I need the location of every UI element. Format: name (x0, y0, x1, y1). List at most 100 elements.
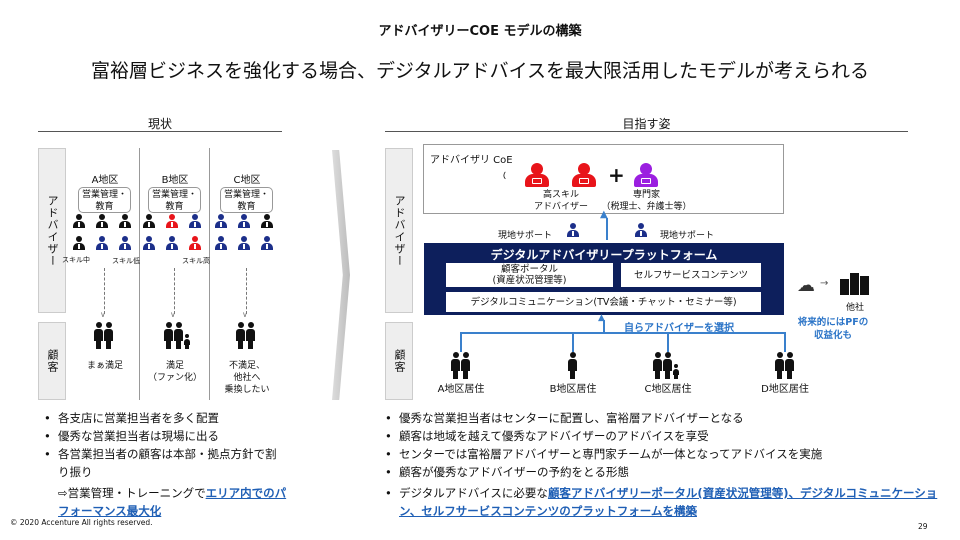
advisor-person-icon (214, 214, 228, 228)
advisor-person-icon (142, 236, 156, 250)
customer-family-icon (451, 352, 470, 379)
advisor-person-icon (95, 214, 109, 228)
advisor-person-icon (118, 214, 132, 228)
region-name: A地区 (91, 175, 119, 186)
left-conclusion: ⇨営業管理・トレーニングでエリア内でのパフォーマンス最大化 (58, 484, 288, 520)
divider (209, 148, 210, 400)
customer-connector-line (460, 332, 786, 334)
right-customer-row-label: 顧客 (385, 322, 413, 400)
bullet-item: センターでは富裕層アドバイザーと専門家チームが一体となってアドバイスを実施 (385, 445, 925, 463)
arrow-right-icon: → (820, 278, 829, 289)
customer-family-icon (653, 352, 679, 379)
dashed-arrow (246, 268, 247, 314)
connector (667, 332, 669, 352)
arrow-head-icon: ∨ (242, 310, 248, 319)
other-company-label: 他社 (846, 303, 865, 313)
left-advisor-row-label: アドバイザー (38, 148, 66, 313)
customer-sentiment: 満足 （ファン化） (147, 361, 202, 383)
customer-region-label: B地区居住 (549, 384, 597, 395)
local-support-label: 現地サポート (660, 231, 715, 241)
advisor-person-icon (165, 214, 179, 228)
slide-subtitle: 富裕層ビジネスを強化する場合、デジタルアドバイスを最大限活用したモデルが考えられ… (90, 60, 870, 82)
customer-portal-box: 顧客ポータル (資産状況管理等) (446, 263, 613, 287)
buildings-icon (840, 273, 870, 295)
customer-sentiment: まぁ満足 (86, 361, 123, 371)
skill-high-label: スキル高 (182, 257, 210, 265)
customer-family-icon (164, 322, 190, 349)
advisor-person-icon (188, 214, 202, 228)
digital-communication-box: デジタルコミュニケーション(TV会議・チャット・セミナー等) (446, 292, 761, 312)
advisor-person-icon (237, 214, 251, 228)
right-header: 目指す姿 (622, 117, 671, 131)
advisor-person-icon (214, 236, 228, 250)
customer-sentiment: 不満足、 他社へ 乗換したい (224, 361, 270, 395)
transition-arrow (332, 150, 350, 400)
left-header-line (38, 131, 282, 132)
customer-family-icon (94, 322, 113, 349)
conclusion-prefix: ⇨営業管理・トレーニングで (58, 486, 206, 500)
high-skill-label: 高スキル アドバイザー (533, 190, 588, 212)
platform-title: デジタルアドバイザリープラットフォーム (490, 248, 718, 262)
right-bullets: 優秀な営業担当者はセンターに配置し、富裕層アドバイザーとなる顧客は地域を越えて優… (385, 409, 925, 481)
connector (460, 332, 462, 352)
sales-management-box: 営業管理・教育 (148, 187, 201, 213)
advisor-person-icon (260, 214, 274, 228)
last-highlight: 顧客アドバイザリーポータル(資産状況管理等)、デジタルコミュニケーション、セルフ… (399, 486, 938, 518)
right-header-line (385, 131, 908, 132)
slide-title: アドバイザリーCOE モデルの構築 (378, 24, 582, 39)
conclusion-highlight: エリア内でのパフォーマンス最大化 (58, 486, 287, 518)
up-arrow-to-coe (606, 218, 608, 240)
last-prefix: デジタルアドバイスに必要な (399, 486, 548, 500)
digital-advisory-platform: デジタルアドバイザリープラットフォーム 顧客ポータル (資産状況管理等) セルフ… (424, 243, 784, 315)
bullet-item: 顧客は地域を越えて優秀なアドバイザーのアドバイスを享受 (385, 427, 925, 445)
select-advisor-label: 自らアドバイザーを選択 (624, 323, 734, 334)
advisor-person-icon (72, 236, 86, 250)
connector (572, 332, 574, 352)
divider (139, 148, 140, 400)
coe-title: アドバイザリ CoE (430, 155, 513, 166)
right-last-bullet: デジタルアドバイスに必要な顧客アドバイザリーポータル(資産状況管理等)、デジタル… (385, 484, 945, 520)
page-number: 29 (918, 522, 928, 531)
right-advisor-row-label: アドバイザー (385, 148, 413, 313)
dashed-arrow (174, 268, 175, 314)
arrow-head-icon: ∨ (100, 310, 106, 319)
customer-family-icon (775, 352, 794, 379)
advisor-person-icon (142, 214, 156, 228)
arrow-head-icon: ▲ (598, 313, 605, 323)
skill-low-label: スキル低 (112, 257, 140, 265)
customer-region-label: D地区居住 (761, 384, 809, 395)
row-label-text: 顧客 (46, 349, 59, 373)
cloud-icon: ☁ (797, 275, 815, 296)
arrow-head-icon: ∨ (170, 310, 176, 319)
connector (784, 332, 786, 352)
local-support-person-icon (566, 223, 580, 237)
region-name: C地区 (233, 175, 261, 186)
left-header: 現状 (147, 117, 172, 131)
high-skill-advisor-icon (571, 163, 597, 187)
bullet-item: 各支店に営業担当者を多く配置 (44, 409, 284, 427)
bullet-item: 顧客が優秀なアドバイザーの予約をとる形態 (385, 463, 925, 481)
sales-management-box: 営業管理・教育 (78, 187, 131, 213)
customer-family-icon (568, 352, 577, 379)
advisor-person-icon (260, 236, 274, 250)
customer-region-label: A地区居住 (437, 384, 485, 395)
skill-mid-label: スキル中 (62, 256, 90, 264)
plus-icon: + (608, 163, 625, 187)
sales-management-box: 営業管理・教育 (220, 187, 273, 213)
high-skill-advisor-icon (524, 163, 550, 187)
copyright: © 2020 Accenture All rights reserved. (10, 518, 153, 527)
arrow-head-icon: ▲ (600, 209, 608, 220)
advisor-person-icon (188, 236, 202, 250)
customer-region-label: C地区居住 (644, 384, 692, 395)
self-service-box: セルフサービスコンテンツ (621, 263, 761, 287)
local-support-label: 現地サポート (498, 231, 553, 241)
customer-family-icon (236, 322, 255, 349)
bullet-item: 優秀な営業担当者は現場に出る (44, 427, 284, 445)
row-label-text: アドバイザー (46, 194, 59, 267)
advisor-person-icon (237, 236, 251, 250)
up-arrow-to-platform (603, 320, 605, 333)
advisory-coe-box: アドバイザリ CoE ◜ + 高スキル アドバイザー 専門家 （税理士、弁護士等… (423, 144, 784, 214)
advisor-person-icon (165, 236, 179, 250)
bullet-item: 各営業担当者の顧客は本部・拠点方針で割り振り (44, 445, 284, 481)
advisor-person-icon (72, 214, 86, 228)
